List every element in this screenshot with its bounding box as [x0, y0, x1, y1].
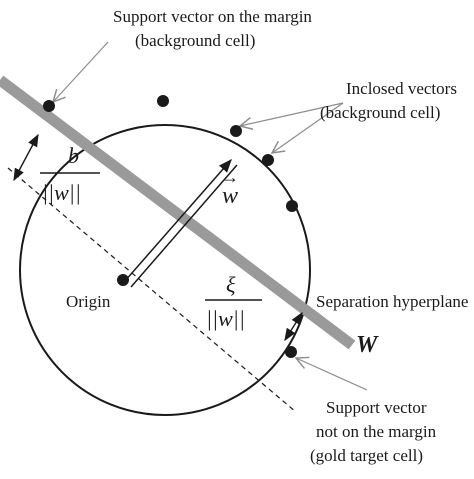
separation-hyperplane — [0, 75, 356, 350]
b-fraction-numerator: b — [68, 143, 79, 168]
pointer-inclosed-a — [240, 102, 344, 126]
pointer-support-not-margin — [296, 358, 368, 391]
boundary-circle — [19, 124, 311, 416]
inclosed-vector-point — [262, 154, 274, 166]
pointer-inclosed-b — [272, 102, 344, 153]
b-distance-arrow — [13, 133, 39, 182]
w-vector-line-b — [130, 164, 238, 288]
support-vector-margin-point — [43, 100, 55, 112]
inclosed-vector-point — [230, 125, 242, 137]
support-not-label-3: (gold target cell) — [310, 446, 423, 465]
xi-fraction-numerator: ξ — [226, 272, 236, 297]
separation-label: Separation hyperplane — [316, 292, 468, 311]
xi-fraction-denominator: ||w|| — [206, 306, 245, 331]
w-vector-arrow-accent: → — [221, 167, 239, 187]
inclosed-vector-point — [286, 200, 298, 212]
b-fraction-denominator: ||w|| — [42, 180, 81, 205]
support-not-label-2: not on the margin — [316, 422, 437, 441]
origin-label: Origin — [66, 292, 111, 311]
origin-point — [117, 274, 129, 286]
support-vector-not-margin-point — [285, 346, 297, 358]
support-margin-label-2: (background cell) — [135, 31, 255, 50]
w-hyperplane-label: W — [356, 332, 379, 358]
w-vector-line-a — [123, 158, 232, 283]
w-vector-label: w — [222, 183, 238, 209]
xi-distance-arrow — [284, 311, 303, 342]
inclosed-label-2: (background cell) — [320, 103, 440, 122]
support-not-label-1: Support vector — [326, 398, 427, 417]
inclosed-vector-point — [157, 95, 169, 107]
support-margin-label-1: Support vector on the margin — [113, 7, 312, 26]
pointer-support-margin — [53, 41, 109, 102]
inclosed-label-1: Inclosed vectors — [346, 79, 457, 98]
